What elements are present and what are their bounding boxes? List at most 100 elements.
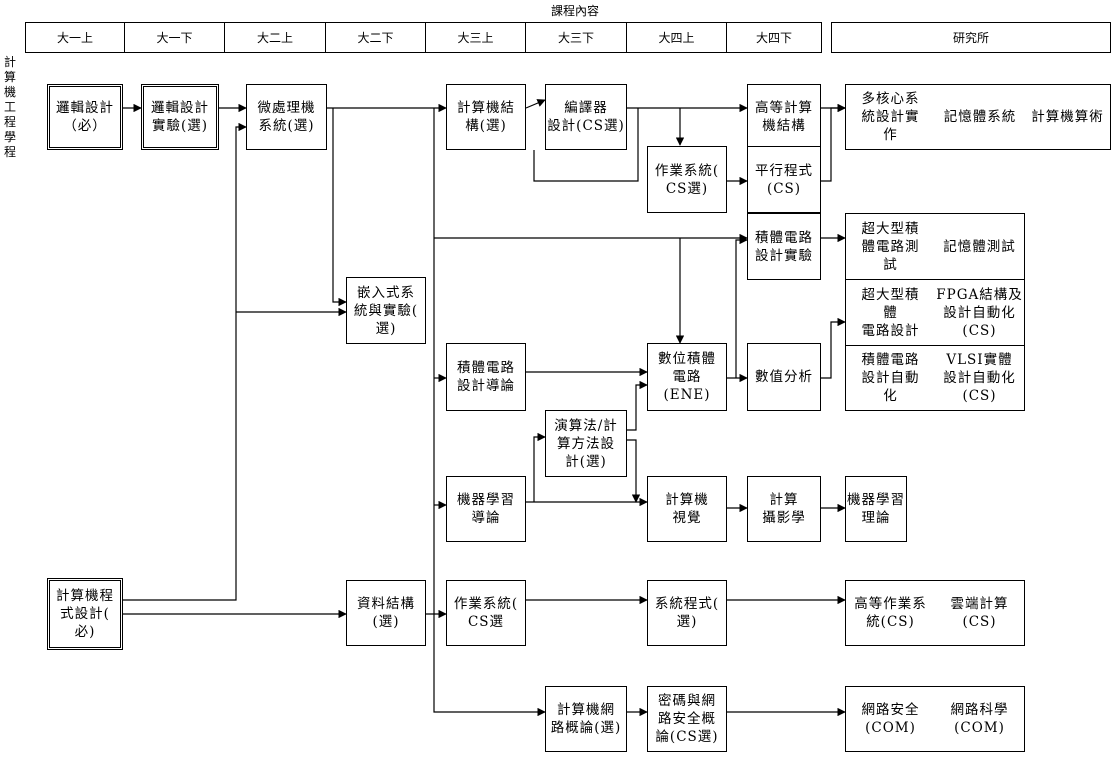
course-label-line: 微處理機 — [257, 100, 316, 116]
course-vlsi-testing[interactable]: 超大型積體電路測試 — [845, 213, 936, 280]
course-label-line: 作業系統( — [453, 596, 519, 612]
course-label-line: 構(選) — [465, 118, 507, 134]
course-os-cs[interactable]: 作業系統(CS選) — [647, 146, 727, 213]
course-label-line: 系統程式( — [654, 596, 720, 612]
course-label-line: 體電路測 — [861, 238, 920, 255]
course-ml-theory[interactable]: 機器學習理論 — [845, 476, 907, 542]
course-label-line: 記憶體系統 — [943, 109, 1017, 125]
course-label-line: 設計實驗 — [755, 247, 813, 264]
prerequisite-arrow — [533, 432, 546, 502]
course-network-security[interactable]: 網路安全(COM) — [845, 686, 936, 752]
course-label-line: 化 — [883, 388, 898, 404]
course-compiler[interactable]: 編譯器設計(CS選) — [545, 84, 627, 150]
course-crypto-security[interactable]: 密碼與網路安全概論(CS選) — [647, 686, 727, 752]
course-memory-systems[interactable]: 記憶體系統 — [935, 84, 1026, 150]
course-cloud-computing[interactable]: 雲端計算(CS) — [935, 580, 1025, 646]
course-numerical-analysis[interactable]: 數值分析 — [747, 343, 821, 411]
course-label-line: 計算機程 — [56, 588, 114, 604]
program-title: 計 算 機 工 程 學 程 — [3, 55, 16, 159]
prerequisite-arrow — [627, 439, 641, 503]
course-network-science[interactable]: 網路科學(COM) — [935, 686, 1025, 752]
course-label-line: (CS) — [962, 322, 997, 339]
course-label-line: 系統(選) — [258, 118, 315, 134]
course-label-line: 設計導論 — [457, 378, 515, 394]
course-label-line: 演算法/計 — [554, 417, 618, 434]
course-system-programming[interactable]: 系統程式( 選) — [647, 580, 727, 646]
header-col-5: 大三上 — [425, 22, 526, 53]
course-computer-architecture[interactable]: 計算機結構(選) — [446, 84, 526, 150]
course-label-line: 記憶體測試 — [943, 238, 1016, 255]
course-advanced-os[interactable]: 高等作業系統(CS) — [845, 580, 936, 646]
course-ml-intro[interactable]: 機器學習導論 — [446, 476, 526, 542]
prerequisite-arrow — [627, 380, 648, 431]
course-parallel-programming[interactable]: 平行程式(CS) — [747, 146, 821, 213]
course-computer-vision[interactable]: 計算機視覺 — [647, 476, 727, 542]
course-ic-design-automation[interactable]: 積體電路設計自動化 — [845, 345, 936, 411]
prerequisite-arrow — [821, 317, 846, 379]
course-label-line: 資料結構 — [357, 596, 415, 612]
prerequisite-arrow — [332, 108, 347, 307]
course-label-line: 超大型積 — [861, 220, 920, 237]
course-vlsi-design[interactable]: 超大型積體電路設計 — [845, 279, 936, 346]
course-microprocessor[interactable]: 微處理機系統(選) — [246, 84, 327, 150]
course-operating-systems[interactable]: 作業系統( CS選 — [446, 580, 526, 646]
course-label-line: 選) — [676, 614, 698, 630]
course-label-line: 算方法設 — [557, 435, 615, 452]
course-label-line: 導論 — [471, 510, 501, 526]
course-label-line: 設計(CS選) — [547, 118, 625, 134]
course-networks[interactable]: 計算機網路概論(選) — [545, 686, 627, 752]
course-multicore[interactable]: 多核心系統設計實作 — [845, 84, 936, 150]
course-ic-intro[interactable]: 積體電路設計導論 — [446, 343, 526, 411]
course-label-line: CS選 — [467, 614, 505, 630]
course-ic-lab[interactable]: 積體電路設計實驗 — [747, 213, 821, 280]
course-label-line: 多核心系 — [861, 91, 920, 107]
course-label-line: 計算機算術 — [1031, 109, 1104, 125]
course-label-line: (CS) — [962, 614, 997, 630]
course-computational-photography[interactable]: 計算攝影學 — [747, 476, 821, 542]
course-label-line: 密碼與網 — [658, 693, 716, 709]
course-label-line: 機結構 — [762, 118, 806, 134]
course-label-line: (CS) — [766, 180, 802, 197]
course-label-line: 積體電路 — [457, 360, 515, 376]
header-col-7: 大四上 — [626, 22, 727, 53]
course-label-line: 選) — [375, 320, 397, 337]
course-label-line: 電路 — [672, 369, 702, 385]
course-programming[interactable]: 計算機程式設計(必) — [47, 578, 123, 650]
course-label-line: 電路設計 — [861, 322, 920, 339]
course-computer-arithmetic[interactable]: 計算機算術 — [1025, 84, 1111, 150]
course-label-line: 邏輯設計 — [151, 100, 209, 116]
course-label-line: 網路安全 — [861, 702, 920, 718]
course-label-line: 平行程式 — [755, 162, 813, 179]
course-label-line: 高等計算 — [755, 100, 813, 116]
course-digital-ic[interactable]: 數位積體電路(ENE) — [647, 343, 727, 411]
course-label-line: 統與實驗( — [353, 302, 419, 319]
course-label-line: (COM) — [954, 720, 1005, 736]
course-vlsi-physical-da[interactable]: VLSI實體設計自動化(CS) — [935, 345, 1025, 411]
course-embedded[interactable]: 嵌入式系統與實驗(選) — [346, 277, 426, 344]
course-logic-design[interactable]: 邏輯設計（必） — [47, 84, 123, 150]
prerequisite-arrow — [533, 108, 639, 182]
header-col-6: 大三下 — [525, 22, 627, 53]
course-label-line: VLSI實體 — [946, 352, 1013, 368]
course-label-line: FPGA結構及 — [936, 286, 1023, 303]
course-label-line: 嵌入式系 — [357, 284, 415, 301]
course-data-structures[interactable]: 資料結構(選) — [346, 580, 426, 646]
course-label-line: 統(CS) — [866, 614, 915, 630]
course-label-line: 路安全概 — [658, 711, 716, 727]
course-advanced-architecture[interactable]: 高等計算機結構 — [747, 84, 821, 150]
course-logic-lab[interactable]: 邏輯設計實驗(選) — [141, 84, 219, 150]
course-label-line: 機器學習 — [457, 492, 515, 508]
course-fpga[interactable]: FPGA結構及設計自動化(CS) — [935, 279, 1025, 346]
course-label-line: 積體電路 — [755, 229, 813, 246]
header-col-8: 大四下 — [726, 22, 822, 53]
page-title: 課程內容 — [550, 4, 599, 18]
course-label-line: 積體電路 — [861, 352, 920, 368]
course-label-line: 理論 — [861, 510, 891, 526]
course-memory-testing[interactable]: 記憶體測試 — [935, 213, 1025, 280]
course-label-line: (ENE) — [663, 387, 711, 403]
header-col-graduate: 研究所 — [831, 22, 1111, 53]
course-label-line: 計算機網 — [556, 702, 615, 718]
course-label-line: 邏輯設計 — [56, 100, 114, 116]
course-algorithms[interactable]: 演算法/計算方法設計(選) — [545, 410, 627, 477]
